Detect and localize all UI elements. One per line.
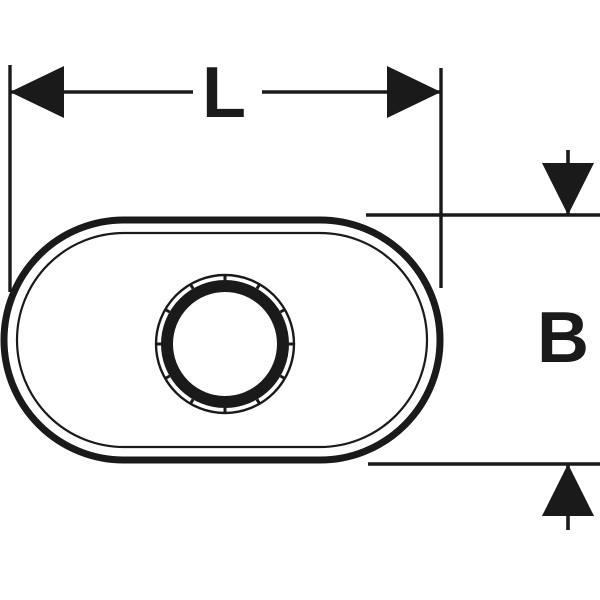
opening-tick-mark	[163, 307, 171, 314]
opening-tick-mark	[163, 374, 171, 381]
opening-tick-mark	[279, 307, 287, 314]
opening-outer-circle	[154, 273, 296, 415]
arrowhead-left-icon	[10, 66, 64, 118]
opening-tick-marks-group	[155, 274, 295, 414]
arrowhead-down-icon	[542, 163, 594, 215]
dimension-label-width: B	[537, 298, 589, 378]
opening-tick-mark	[279, 374, 287, 381]
opening-ring	[161, 280, 289, 408]
dimension-label-length: L	[202, 53, 246, 133]
oval-outer-outline	[0, 216, 444, 464]
dimension-labels-group: L B	[202, 53, 589, 378]
opening-tick-mark	[255, 398, 262, 406]
extension-lines-group	[8, 65, 600, 466]
part-geometry-group	[0, 216, 444, 464]
opening-tick-mark	[188, 282, 195, 290]
central-opening-group	[154, 273, 296, 415]
dimension-lines-group	[10, 66, 594, 530]
opening-tick-mark	[188, 398, 195, 406]
arrowhead-right-icon	[387, 66, 441, 118]
arrowhead-up-icon	[542, 464, 594, 516]
opening-tick-mark	[255, 282, 262, 290]
oval-inner-outline	[15, 231, 429, 449]
